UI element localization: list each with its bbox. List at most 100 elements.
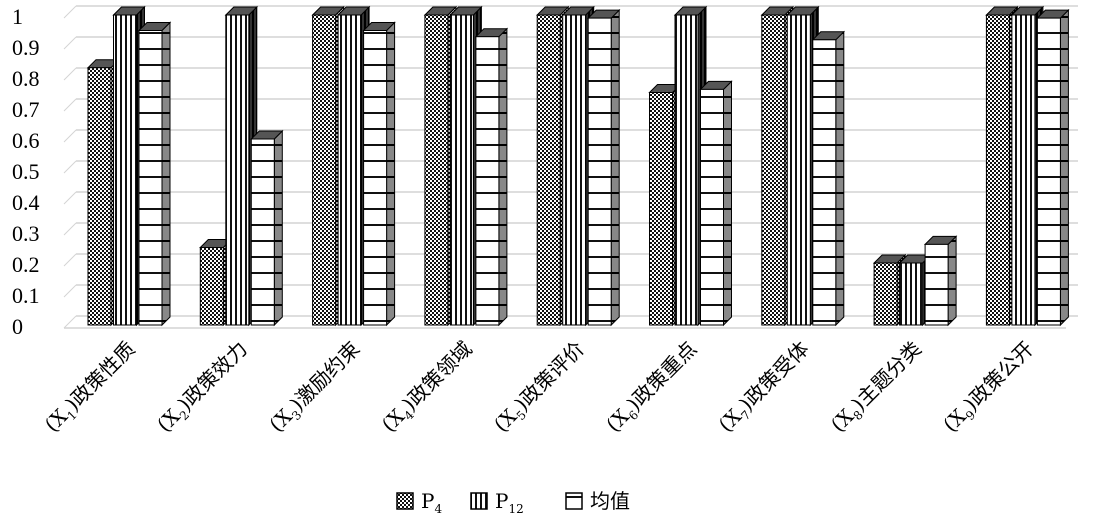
- bar: [137, 21, 172, 327]
- label-prefix: (X: [601, 404, 634, 437]
- bar-front: [924, 243, 949, 326]
- bar-group: [311, 5, 396, 327]
- y-axis: 00.10.20.30.40.50.60.70.80.91: [12, 4, 40, 339]
- x-category-label: (X7)政策受体: [714, 337, 816, 439]
- bar-group: [648, 5, 733, 327]
- label-suffix: )政策领域: [398, 337, 477, 416]
- gridline-depth: [63, 284, 77, 298]
- x-category-label: (X3)激励约束: [264, 337, 366, 439]
- bar-front: [812, 39, 837, 326]
- bar-front: [250, 138, 275, 326]
- bar-side: [723, 80, 732, 327]
- y-tick-label: 0.2: [12, 252, 40, 277]
- legend-swatch: [470, 492, 488, 510]
- bar-group: [86, 5, 172, 327]
- label-prefix: (X: [152, 404, 185, 437]
- bar: [474, 27, 509, 327]
- bar-group: [872, 235, 958, 327]
- bar-side: [386, 21, 396, 327]
- y-tick-label: 1: [12, 4, 23, 29]
- bar-front: [536, 14, 561, 326]
- label-prefix: (X: [714, 404, 747, 437]
- bar-front: [899, 262, 924, 326]
- y-tick-label: 0.5: [12, 159, 40, 184]
- label-suffix: )政策评价: [510, 337, 589, 416]
- label-suffix: )政策性质: [61, 337, 140, 416]
- gridline-depth: [63, 160, 77, 174]
- bar-front: [587, 17, 612, 326]
- legend-label: 均值: [590, 489, 630, 513]
- label-suffix: )政策公开: [959, 337, 1038, 416]
- bar-side: [498, 27, 508, 327]
- bar-front: [363, 30, 388, 326]
- y-tick-label: 0.4: [12, 190, 40, 215]
- label-suffix: )政策效力: [173, 337, 252, 416]
- gridline-depth: [63, 191, 77, 205]
- bar-front: [985, 14, 1010, 326]
- x-axis-labels: (X1)政策性质(X2)政策效力(X3)激励约束(X4)政策领域(X5)政策评价…: [40, 337, 1040, 439]
- gridline-depth: [63, 67, 77, 81]
- bar: [250, 129, 284, 327]
- label-prefix: (X: [489, 404, 522, 437]
- x-category-label: (X8)主题分类: [826, 337, 928, 439]
- gridline-depth: [63, 129, 77, 143]
- bar-front: [113, 14, 137, 326]
- bar: [362, 21, 396, 327]
- bar-front: [449, 14, 474, 326]
- bar-front: [225, 14, 250, 326]
- bar: [699, 80, 733, 327]
- bar-front: [475, 36, 500, 326]
- bar-front: [761, 14, 786, 326]
- bar-group: [423, 5, 509, 327]
- legend-label: P4: [421, 489, 442, 516]
- bar: [1036, 8, 1070, 327]
- legend-item: 均值: [565, 489, 630, 513]
- legend-swatch: [396, 492, 414, 510]
- gridline-depth: [63, 315, 77, 329]
- bar: [923, 235, 958, 327]
- bar-side: [610, 8, 620, 327]
- y-tick-label: 0: [12, 314, 23, 339]
- label-prefix: (X: [40, 404, 73, 437]
- bar-front: [873, 262, 898, 326]
- label-prefix: (X: [264, 404, 297, 437]
- legend-item: P4: [396, 489, 442, 516]
- legend-label: P12: [495, 489, 524, 516]
- bar-front: [649, 92, 673, 326]
- bar-side: [947, 235, 957, 327]
- gridline-depth: [63, 36, 77, 50]
- label-suffix: )主题分类: [847, 337, 926, 416]
- gridline-depth: [63, 222, 77, 236]
- bar-group: [985, 5, 1070, 327]
- gridline-depth: [63, 98, 77, 112]
- bar-front: [312, 14, 337, 326]
- bar-side: [273, 129, 283, 327]
- label-prefix: (X: [826, 404, 859, 437]
- bar-front: [138, 30, 163, 326]
- legend-name: P: [495, 489, 508, 513]
- bar: [811, 30, 846, 327]
- legend-subscript: 12: [508, 502, 523, 516]
- x-category-label: (X1)政策性质: [40, 337, 142, 439]
- label-prefix: (X: [938, 404, 971, 437]
- y-tick-label: 0.7: [12, 97, 40, 122]
- y-tick-label: 0.3: [12, 221, 40, 246]
- label-prefix: (X: [377, 404, 410, 437]
- bar-side: [835, 30, 845, 327]
- legend-swatch: [565, 492, 583, 510]
- y-tick-label: 0.9: [12, 35, 40, 60]
- y-tick-label: 0.8: [12, 66, 40, 91]
- gridline-depth: [63, 253, 77, 267]
- bar-front: [1036, 17, 1061, 326]
- legend-name: P: [421, 489, 434, 513]
- bar-group: [199, 5, 284, 327]
- y-tick-label: 0.6: [12, 128, 40, 153]
- legend-name: 均值: [590, 489, 630, 513]
- bar: [586, 8, 621, 327]
- x-category-label: (X6)政策重点: [601, 337, 703, 439]
- bar-front: [674, 14, 699, 326]
- x-category-label: (X9)政策公开: [938, 337, 1040, 439]
- x-category-label: (X2)政策效力: [152, 337, 254, 439]
